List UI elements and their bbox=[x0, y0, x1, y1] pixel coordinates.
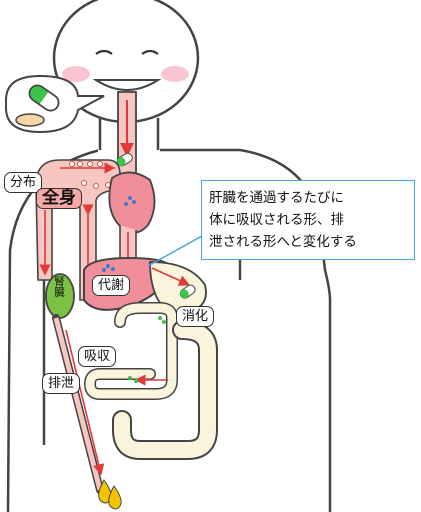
label-excretion: 排泄 bbox=[42, 373, 81, 394]
label-kidney: 腎臓 bbox=[53, 276, 65, 297]
tablet-icon bbox=[15, 113, 45, 127]
capsule-in-esophagus bbox=[116, 152, 133, 167]
capsule-in-digestion bbox=[179, 284, 196, 299]
callout-line-1: 肝臓を通過するたびに bbox=[209, 190, 344, 206]
label-metabolism: 代謝 bbox=[92, 275, 131, 296]
right-eye bbox=[141, 49, 159, 55]
label-whole-body: 全身 bbox=[36, 188, 82, 209]
stomach-particles bbox=[124, 196, 136, 206]
left-cheek bbox=[62, 66, 90, 82]
left-eye bbox=[95, 49, 113, 55]
label-distribution: 分布 bbox=[4, 172, 43, 193]
label-absorption: 吸収 bbox=[78, 346, 117, 367]
callout-line-3: 泄される形へと変化する bbox=[209, 234, 357, 250]
drug-particles-vessel bbox=[69, 161, 111, 189]
liver-particles bbox=[102, 264, 115, 272]
urine-drop-2 bbox=[108, 485, 122, 510]
intestine-particles bbox=[128, 316, 166, 383]
callout-pointer bbox=[147, 235, 203, 267]
capsule-icon bbox=[28, 84, 60, 112]
mouth bbox=[92, 79, 162, 91]
liver-callout: 肝臓を通過するたびに 体に吸収される形、排 泄される形へと変化する bbox=[201, 180, 415, 260]
stomach bbox=[108, 171, 156, 234]
right-cheek bbox=[161, 66, 189, 82]
callout-line-2: 体に吸収される形、排 bbox=[209, 212, 344, 228]
label-digestion: 消化 bbox=[176, 306, 215, 327]
